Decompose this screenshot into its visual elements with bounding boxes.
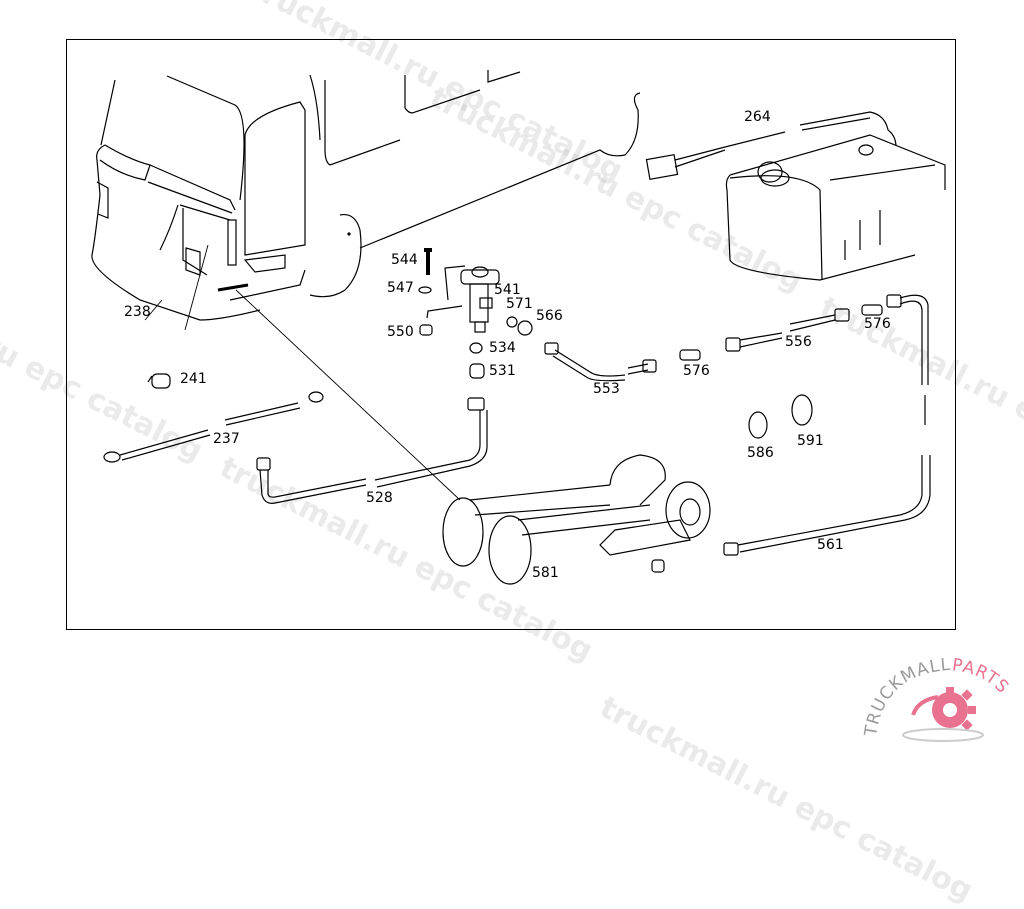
part-576-fitting <box>861 304 883 316</box>
callout-556[interactable]: 556 <box>785 334 812 350</box>
truckmallparts-logo[interactable]: TRUCKMALLPARTS <box>858 655 1024 750</box>
part-264-wire <box>645 111 897 180</box>
gear-icon <box>932 687 976 731</box>
part-valve-group <box>418 248 533 379</box>
callout-544[interactable]: 544 <box>391 252 418 268</box>
logo-graphic: TRUCKMALLPARTS <box>861 655 1013 742</box>
callout-241[interactable]: 241 <box>180 371 207 387</box>
part-528-pipe <box>256 397 488 504</box>
part-241 <box>147 373 171 389</box>
part-237-cable <box>103 391 324 463</box>
callout-576[interactable]: 576 <box>683 363 710 379</box>
callout-541[interactable]: 541 <box>494 282 521 298</box>
callout-550[interactable]: 550 <box>387 324 414 340</box>
diagram-frame <box>66 39 956 630</box>
bus-body <box>91 70 641 321</box>
callout-553[interactable]: 553 <box>593 381 620 397</box>
part-581-horn <box>442 454 711 585</box>
callout-591[interactable]: 591 <box>797 433 824 449</box>
logo-text-accent: PARTS <box>951 655 1013 698</box>
callout-534[interactable]: 534 <box>489 340 516 356</box>
leader-line <box>235 289 461 501</box>
parts-drawing <box>91 70 946 585</box>
part-556-pipe <box>725 308 850 352</box>
callout-561[interactable]: 561 <box>817 537 844 553</box>
callout-576[interactable]: 576 <box>864 316 891 332</box>
callout-571[interactable]: 571 <box>506 296 533 312</box>
callout-586[interactable]: 586 <box>747 445 774 461</box>
callout-264[interactable]: 264 <box>744 109 771 125</box>
part-586-clamp <box>748 411 768 439</box>
part-553-pipe <box>544 342 657 382</box>
part-591-clamp <box>791 394 813 426</box>
callout-237[interactable]: 237 <box>213 431 240 447</box>
callout-238[interactable]: 238 <box>124 304 151 320</box>
callout-547[interactable]: 547 <box>387 280 414 296</box>
part-576-fitting <box>679 349 701 361</box>
callout-528[interactable]: 528 <box>366 490 393 506</box>
callout-531[interactable]: 531 <box>489 363 516 379</box>
part-tank <box>725 134 946 281</box>
callout-566[interactable]: 566 <box>536 308 563 324</box>
callout-581[interactable]: 581 <box>532 565 559 581</box>
part-561-pipe <box>723 294 931 556</box>
